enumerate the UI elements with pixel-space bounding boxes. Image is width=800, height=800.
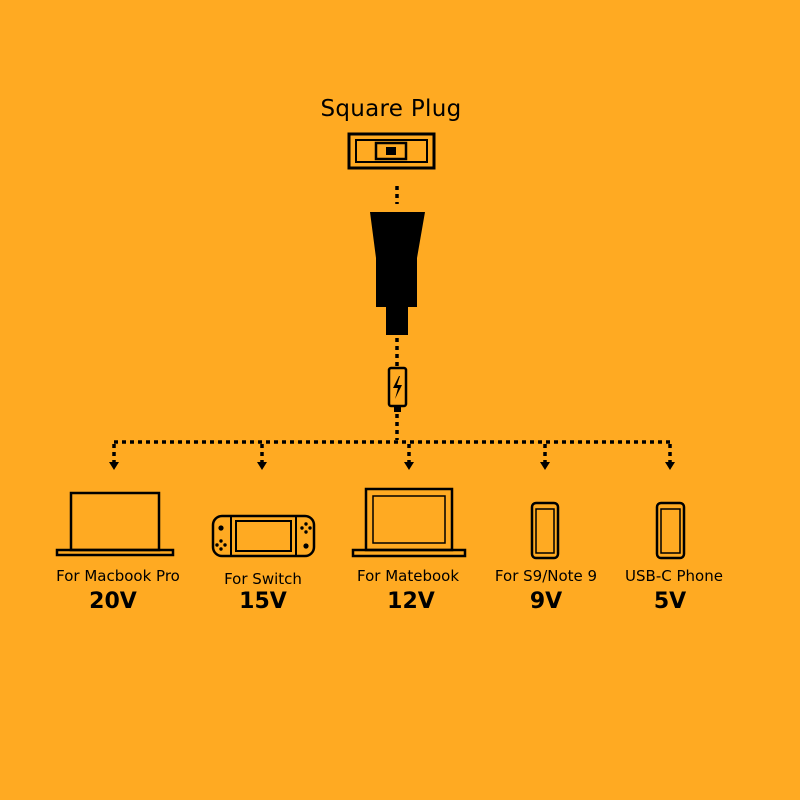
device-voltage: 9V xyxy=(529,589,563,614)
device-label: For Matebook xyxy=(356,567,460,585)
arrow-down-icon xyxy=(404,462,414,470)
square-plug-icon xyxy=(347,132,436,170)
device-label: For S9/Note 9 xyxy=(494,567,598,585)
device-voltage: 12V xyxy=(387,589,435,614)
device-voltage: 15V xyxy=(239,589,287,614)
phone-icon xyxy=(655,501,686,560)
phone-icon xyxy=(530,501,560,560)
game-console-icon xyxy=(211,514,316,558)
device-label: USB-C Phone xyxy=(625,567,723,585)
device-voltage: 20V xyxy=(89,589,137,614)
arrow-down-icon xyxy=(540,462,550,470)
arrows-group xyxy=(109,444,675,470)
arrow-down-icon xyxy=(257,462,267,470)
arrow-down-icon xyxy=(665,462,675,470)
usb-c-cable-icon xyxy=(387,366,408,412)
laptop-icon xyxy=(351,487,467,558)
laptop-icon xyxy=(55,491,175,557)
diagram-title: Square Plug xyxy=(320,96,462,122)
car-adapter-icon xyxy=(370,212,425,335)
arrow-down-icon xyxy=(109,462,119,470)
device-label: For Macbook Pro xyxy=(56,567,180,585)
device-label: For Switch xyxy=(224,570,302,588)
device-voltage: 5V xyxy=(653,589,687,614)
